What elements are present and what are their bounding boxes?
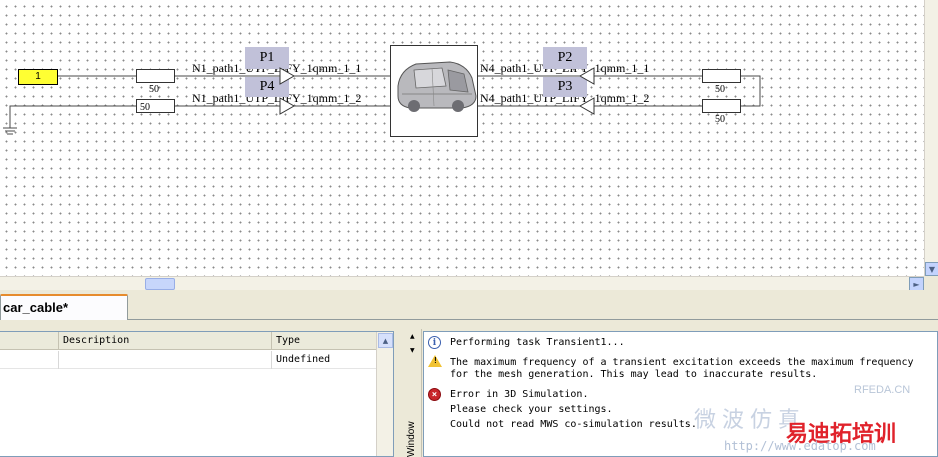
watermark-url: http://www.edatop.com (724, 439, 876, 453)
schematic-drawing (3, 75, 761, 135)
source-label: 1 (35, 71, 41, 82)
tab-car-cable[interactable]: car_cable* (0, 294, 128, 320)
message-error-line-2: Please check your settings. (450, 404, 613, 415)
message-warning-line-2: for the mesh generation. This may lead t… (450, 369, 818, 380)
resistor-left-bottom[interactable]: 50 (136, 99, 175, 113)
document-tab-bar: car_cable* (0, 290, 938, 320)
table-scroll-up-button[interactable]: ▲ (378, 333, 393, 348)
cell-type: Undefined (276, 354, 331, 365)
port-p1[interactable]: P1 (245, 47, 289, 69)
port-p2-arrow-icon (578, 67, 595, 85)
schematic-canvas[interactable]: 1 50 50 N1_path1_UTP_LIFY_1qmm_1_1 N1_pa… (0, 0, 924, 276)
canvas-vertical-scrollbar[interactable]: ▼ (924, 0, 938, 276)
port-arrows-right (578, 67, 595, 115)
voltage-source-block[interactable]: 1 (18, 69, 58, 85)
tab-label: car_cable* (3, 300, 69, 315)
port-p2[interactable]: P2 (543, 47, 587, 69)
chevron-down-icon: ▼ (928, 264, 936, 274)
port-p3-arrow-icon (578, 97, 595, 115)
resistor-label-left-bottom: 50 (140, 102, 150, 113)
car-cable-component[interactable] (390, 45, 478, 137)
port-p1-arrow-icon (279, 67, 296, 85)
column-header-name[interactable] (0, 332, 59, 350)
column-header-description[interactable]: Description (59, 332, 272, 350)
net-label-left-bottom: N1_path1_UTP_LIFY_1qmm_1_2 (192, 91, 362, 105)
car-model-icon (397, 61, 477, 112)
port-p3-label: P3 (557, 79, 573, 94)
message-error-line-3: Could not read MWS co-simulation results… (450, 419, 697, 430)
watermark-cn-faded: 微波仿真 (694, 408, 807, 433)
resistor-label-right-top: 50 (715, 84, 725, 95)
error-icon: × (428, 388, 441, 401)
messages-panel[interactable]: i Performing task Transient1... ! The ma… (423, 331, 938, 457)
panel-splitter[interactable] (396, 321, 404, 457)
warning-icon (428, 355, 442, 367)
message-warning-line-1: The maximum frequency of a transient exc… (450, 357, 914, 368)
port-p1-label: P1 (259, 50, 275, 65)
message-error-line-1: Error in 3D Simulation. (450, 389, 589, 400)
port-p4-label: P4 (259, 79, 275, 94)
scroll-corner (924, 276, 938, 290)
scroll-down-button[interactable]: ▼ (925, 262, 938, 276)
resistor-left-top[interactable] (136, 69, 175, 83)
resistor-right-top[interactable] (702, 69, 741, 83)
messages-window-titlebar[interactable]: ▲ ▼ Window (404, 329, 422, 457)
pin-icon[interactable]: ▲ (410, 333, 415, 340)
info-icon: i (428, 336, 441, 349)
port-p2-label: P2 (557, 50, 573, 65)
chevron-up-icon: ▲ (382, 336, 389, 345)
column-header-type[interactable]: Type (276, 335, 301, 346)
watermark-small: RFEDA.CN (854, 384, 911, 396)
lower-panels: Description Type Undefined ▲ ▲ ▼ Window … (0, 321, 938, 457)
table-row[interactable]: Undefined (0, 351, 376, 369)
resistor-label-right-bottom: 50 (715, 114, 725, 125)
message-info-line-1: Performing task Transient1... (450, 337, 625, 348)
resistor-label-left-top: 50 (149, 84, 159, 95)
close-dot-icon[interactable]: ▼ (410, 347, 415, 354)
port-p4-arrow-icon (279, 97, 296, 115)
horizontal-scroll-thumb[interactable] (145, 278, 175, 290)
resistor-right-bottom[interactable] (702, 99, 741, 113)
table-vertical-scrollbar[interactable]: ▲ (376, 332, 393, 456)
messages-window-title: Window (406, 421, 417, 457)
chevron-right-icon: ► (913, 279, 920, 289)
parameter-table[interactable]: Description Type Undefined ▲ (0, 331, 394, 457)
table-header: Description Type (0, 332, 376, 350)
port-p4[interactable]: P4 (245, 77, 289, 97)
cell-name (0, 351, 59, 369)
cell-description (59, 351, 272, 369)
canvas-horizontal-scrollbar[interactable]: ► (0, 276, 924, 291)
watermark-cn-main: 易迪拓培训 (786, 422, 897, 447)
port-p3[interactable]: P3 (543, 77, 587, 97)
net-label-right-bottom: N4_path1_UTP_LIFY_1qmm_1_2 (480, 91, 650, 105)
port-arrows-left (279, 67, 296, 115)
warning-exclamation: ! (433, 356, 438, 365)
scroll-right-button[interactable]: ► (909, 277, 924, 291)
